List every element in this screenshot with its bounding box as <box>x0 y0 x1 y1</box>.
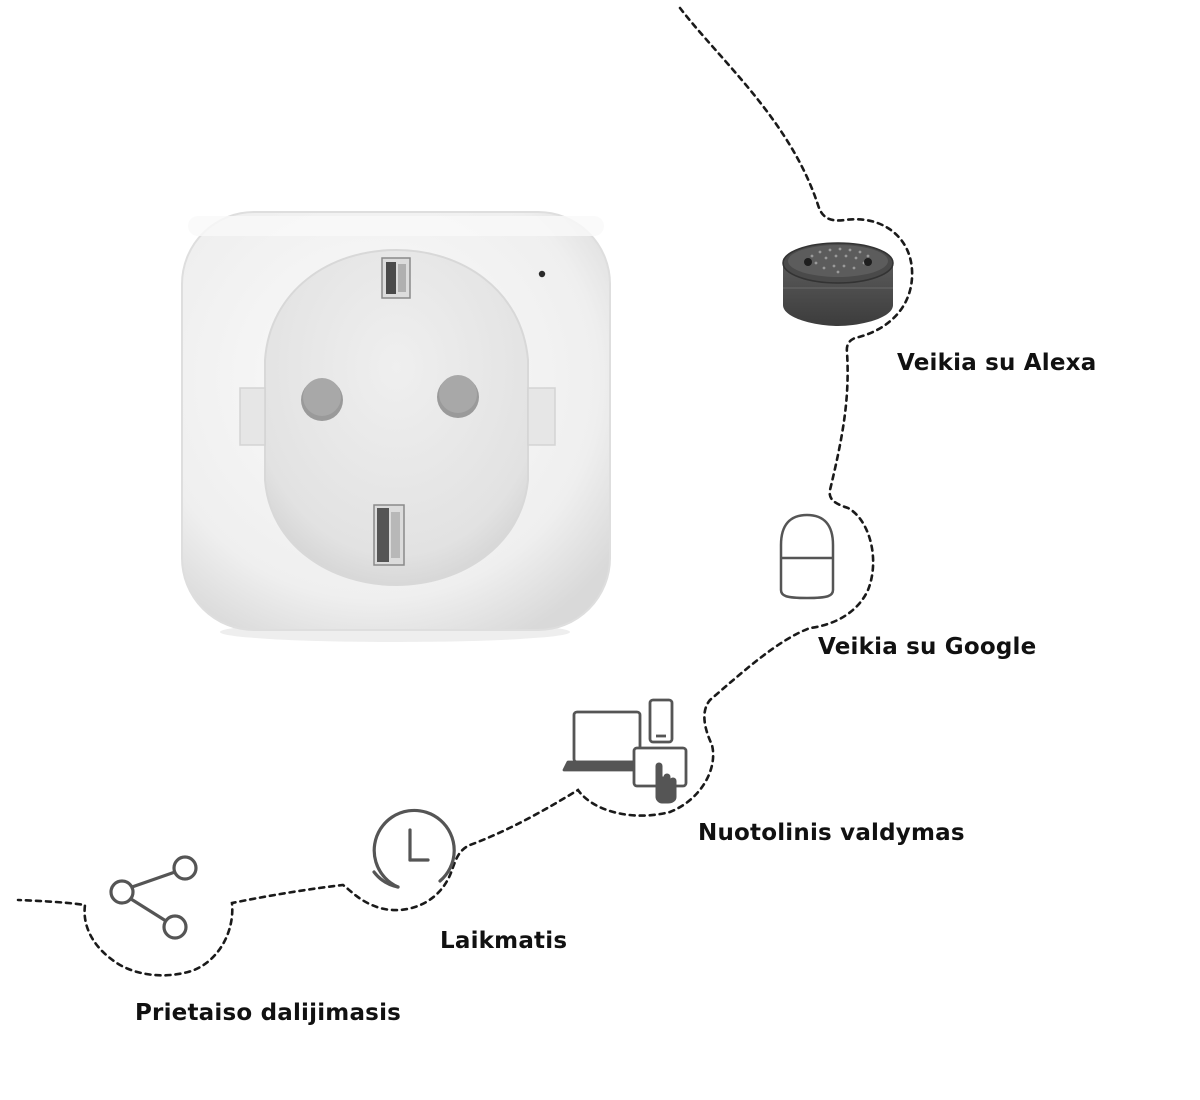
feature-label-timer: Laikmatis <box>440 928 568 954</box>
multi-device-icon <box>562 698 688 804</box>
share-icon <box>109 855 198 940</box>
feature-label-remote-control: Nuotolinis valdymas <box>698 820 965 846</box>
ground-clip-top <box>381 257 411 299</box>
ground-clip-bottom <box>373 504 405 566</box>
feature-label-google: Veikia su Google <box>818 634 1037 660</box>
status-led <box>538 270 546 278</box>
smart-plug <box>181 211 611 642</box>
smart-speaker-icon <box>782 242 894 326</box>
feature-label-alexa: Veikia su Alexa <box>897 350 1097 376</box>
clock-icon <box>372 808 456 889</box>
google-home-speaker-icon <box>779 513 835 600</box>
feature-label-device-sharing: Prietaiso dalijimasis <box>135 1000 402 1026</box>
dotted-connector-path <box>16 6 914 977</box>
